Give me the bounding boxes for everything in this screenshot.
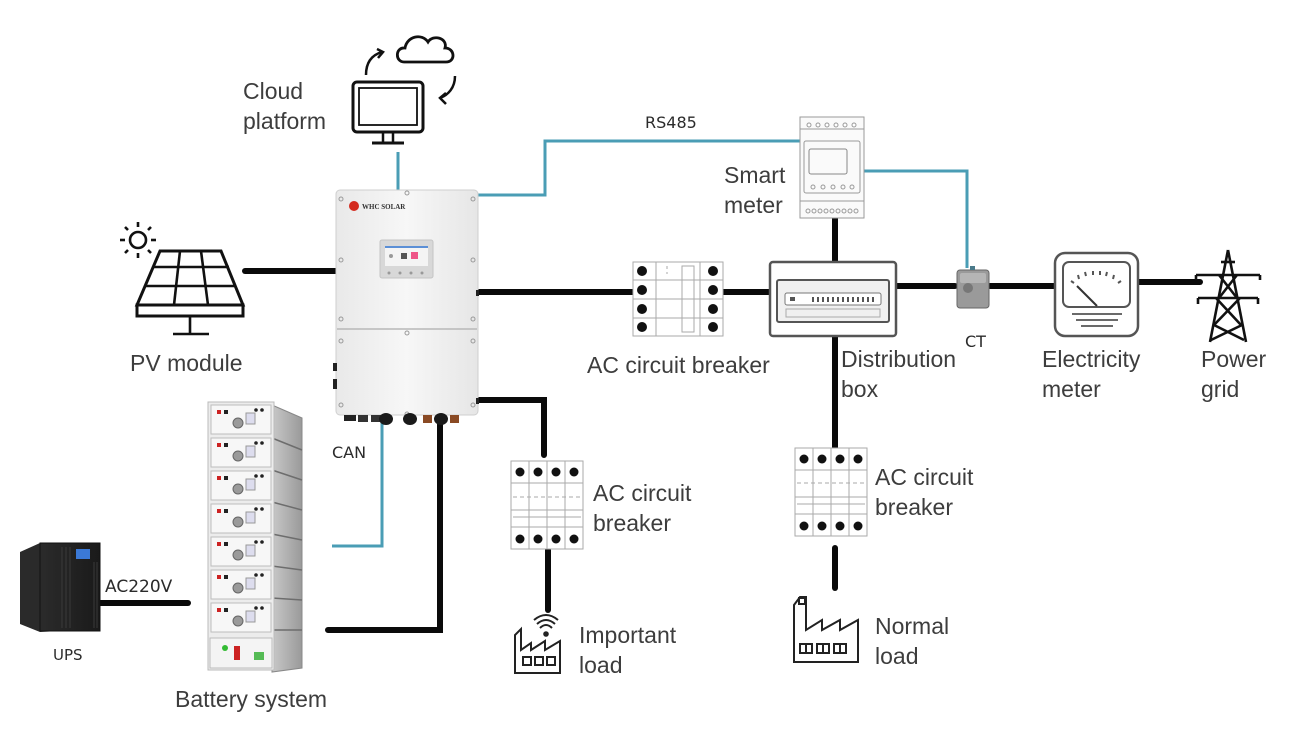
inverter-to-important-breaker-line (475, 397, 547, 458)
ct-label: CT (965, 332, 986, 351)
factory-icon (793, 596, 859, 663)
power-lines (97, 215, 1203, 633)
important-load-label: Important load (579, 620, 676, 680)
smart-meter-label-line1: Smart (724, 162, 786, 188)
normal-load-label: Normal load (875, 611, 949, 671)
smart-meter-label: Smart meter (724, 160, 785, 220)
wifi-icon (533, 614, 559, 637)
cloud-monitor-icon (351, 35, 457, 145)
cloud-platform-label-line1: Cloud (243, 78, 304, 104)
battery-module (210, 503, 272, 534)
rs485-label: RS485 (645, 113, 697, 132)
circuit-breaker-icon (632, 261, 724, 337)
battery-module (210, 602, 272, 633)
battery-module (210, 569, 272, 600)
battery-modules (210, 404, 272, 633)
battery-module (210, 404, 272, 435)
distribution-box-label: Distribution box (841, 344, 956, 404)
brand-text: WHC SOLAR (362, 203, 406, 211)
can-line (332, 422, 384, 548)
ac-breaker-normal-label-line1: AC circuit (875, 464, 974, 490)
battery-module (210, 437, 272, 468)
circuit-breaker-icon (794, 447, 868, 537)
battery-system-label: Battery system (175, 686, 328, 712)
distribution-box-label-line2: box (841, 376, 879, 402)
ac-breaker-normal-label-line2: breaker (875, 494, 953, 520)
current-transformer-icon (956, 266, 990, 309)
inverter-bottom-ports (344, 413, 459, 425)
distribution-box-label-line1: Distribution (841, 346, 957, 372)
ac-breaker-important-label-line1: AC circuit (593, 480, 692, 506)
smart-meter-to-ct-line (864, 169, 969, 268)
electricity-meter-label: Electricity meter (1042, 344, 1140, 404)
battery-module (210, 536, 272, 567)
battery-module (210, 470, 272, 501)
inverter-icon[interactable]: WHC SOLAR (333, 189, 479, 425)
electricity-meter-label-line2: meter (1042, 376, 1101, 402)
can-label: CAN (332, 443, 367, 462)
sun-icon (120, 222, 156, 258)
ac-breaker-normal-label: AC circuit breaker (875, 462, 973, 522)
power-grid-label-line2: grid (1201, 376, 1240, 402)
ac-breaker-important-label: AC circuit breaker (593, 478, 691, 538)
important-load-label-line2: load (579, 652, 623, 678)
ac-breaker-important-label-line2: breaker (593, 510, 671, 536)
ac220v-label: AC220V (105, 577, 173, 597)
rs485-line (478, 139, 800, 197)
smart-meter-label-line2: meter (724, 192, 783, 218)
electricity-meter-label-line1: Electricity (1042, 346, 1141, 372)
normal-load-label-line1: Normal (875, 613, 950, 639)
power-grid-label-line1: Power (1201, 346, 1267, 372)
pv-module-label: PV module (130, 350, 243, 376)
solar-panel-icon (120, 222, 246, 336)
inverter-screen[interactable] (379, 239, 434, 279)
cloud-platform-label-line2: platform (243, 108, 327, 134)
electricity-meter-icon (1053, 251, 1140, 338)
distribution-box-icon (768, 260, 898, 338)
inverter-side-ports (333, 290, 479, 404)
cloud-platform-label: Cloud platform (243, 76, 326, 136)
normal-load-label-line2: load (875, 643, 919, 669)
power-grid-label: Power grid (1201, 344, 1266, 404)
inverter-to-battery-power-line (325, 419, 443, 633)
brand-logo: WHC SOLAR (349, 201, 406, 211)
battery-rack-icon (207, 401, 303, 673)
comm-lines (332, 139, 969, 548)
smart-meter-icon (799, 116, 865, 219)
important-load-label-line1: Important (579, 622, 677, 648)
ups-icon (20, 542, 101, 632)
transmission-tower-icon (1194, 249, 1262, 343)
circuit-breaker-icon (510, 460, 584, 550)
factory-wifi-icon (514, 614, 561, 674)
ac-breaker-main-label: AC circuit breaker (587, 352, 770, 378)
ups-label: UPS (53, 646, 83, 664)
